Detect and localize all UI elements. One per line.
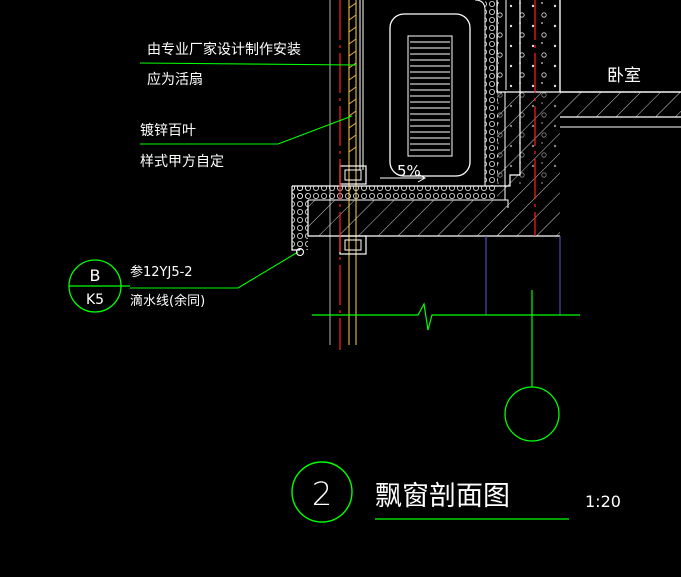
window-frame — [339, 0, 367, 345]
install-note-line1: 由专业厂家设计制作安装 — [147, 41, 301, 58]
axis-lines — [339, 0, 536, 350]
concrete-wall — [496, 0, 681, 236]
drip-note-line2: 滴水线(余同) — [130, 293, 205, 309]
louver-note-line2: 样式甲方自定 — [140, 154, 224, 170]
drip-note-line1: 参12YJ5-2 — [130, 264, 193, 280]
slope-label: 5% — [397, 162, 421, 180]
room-label: 卧室 — [607, 66, 641, 86]
floor-slab — [560, 91, 681, 128]
radiator-unit — [389, 13, 471, 177]
annotation-leaders — [130, 62, 357, 289]
detail-reference: B K5 — [68, 259, 130, 313]
axis-bubble — [504, 290, 560, 442]
title-name: 飘窗剖面图 — [375, 481, 510, 512]
lower-columns — [329, 0, 561, 345]
detail-ref-bottom: K5 — [86, 292, 104, 308]
break-line — [312, 302, 580, 331]
title-number: 2 — [312, 475, 332, 513]
window-sill-slab — [291, 0, 560, 251]
slope-indicator: 5% — [380, 162, 427, 183]
louver-note-line1: 镀锌百叶 — [140, 122, 196, 139]
detail-ref-top: B — [90, 266, 101, 285]
install-note-line2: 应为活扇 — [147, 71, 203, 88]
drawing-title: 2 飘窗剖面图 1:20 — [291, 461, 621, 523]
title-scale: 1:20 — [585, 492, 621, 511]
